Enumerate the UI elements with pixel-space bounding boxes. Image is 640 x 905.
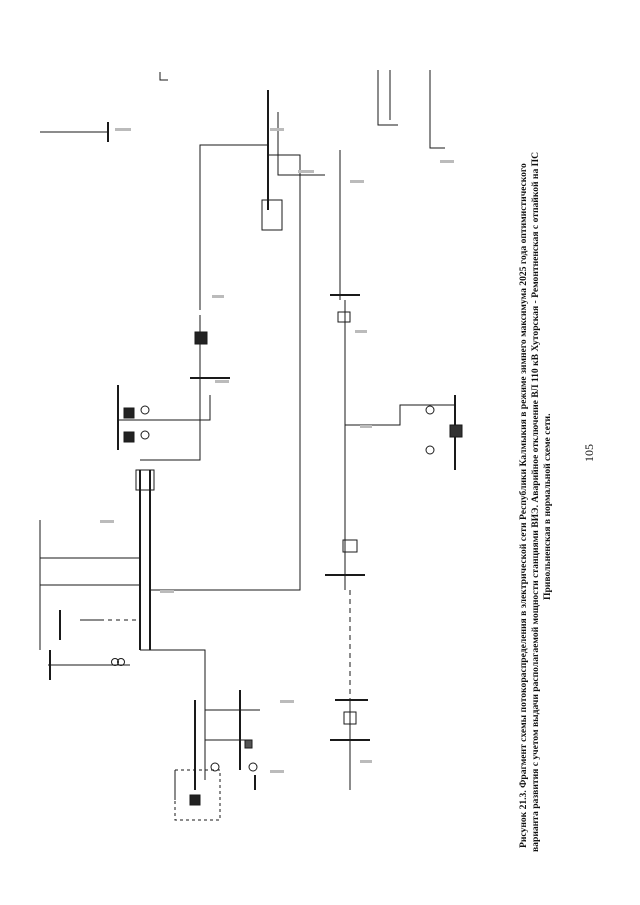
label-mark-13 [360, 760, 372, 763]
dashed-box-bottom [174, 769, 221, 821]
breaker-bottom-1 [244, 739, 253, 749]
page-number: 105 [582, 444, 596, 462]
label-mark-6 [355, 330, 367, 333]
diagram-lines [39, 70, 463, 821]
breaker-middle-filled [194, 331, 208, 345]
label-mark-12 [270, 770, 284, 773]
transformer-6 [117, 658, 125, 666]
figure-caption-line-1: Рисунок 21.3. Фрагмент схемы потокораспр… [518, 163, 529, 848]
feeder-top-right-1 [377, 70, 398, 126]
line-middle-2 [118, 395, 211, 421]
transformer-4 [425, 445, 435, 455]
breaker-right-3 [343, 711, 357, 725]
breaker-bottom-filled [189, 794, 201, 806]
breaker-middle-2 [123, 407, 135, 419]
transformer-1 [140, 405, 150, 415]
label-mark-1 [115, 128, 131, 131]
line-upper-2 [277, 112, 325, 176]
breaker-right-1 [337, 311, 351, 323]
label-mark-11 [280, 700, 294, 703]
label-mark-7 [215, 380, 229, 383]
label-mark-8 [360, 425, 372, 428]
label-mark-4 [350, 180, 364, 183]
main-bus-box [135, 469, 155, 491]
label-mark-2 [270, 128, 284, 131]
label-mark-5 [212, 295, 224, 298]
breaker-right-2 [342, 539, 358, 553]
feeder-top-right-3 [429, 70, 445, 149]
label-mark-3 [298, 170, 314, 173]
breaker-middle-3 [123, 431, 135, 443]
label-mark-9 [100, 520, 114, 523]
line-right-3 [345, 404, 455, 426]
breaker-right-substation [449, 424, 463, 438]
line-middle-1 [140, 315, 201, 461]
line-bottom-1 [140, 649, 206, 780]
label-mark-14 [440, 160, 454, 163]
transformer-5 [111, 658, 119, 666]
diagram-labels [100, 128, 454, 773]
figure-caption-line-2: варианта развития с учетом выдачи распол… [530, 151, 541, 852]
figure-caption-line-3: Привольненская в нормальной схеме сети. [542, 413, 553, 600]
substation-upper-box [261, 199, 283, 231]
label-mark-10 [160, 590, 174, 593]
line-upper-1 [199, 144, 268, 310]
transformer-7 [210, 762, 220, 772]
transformer-2 [140, 430, 150, 440]
line-upper-3 [150, 154, 301, 591]
transformer-8 [248, 762, 258, 772]
feeder-top-left [159, 72, 168, 81]
transformer-3 [425, 405, 435, 415]
